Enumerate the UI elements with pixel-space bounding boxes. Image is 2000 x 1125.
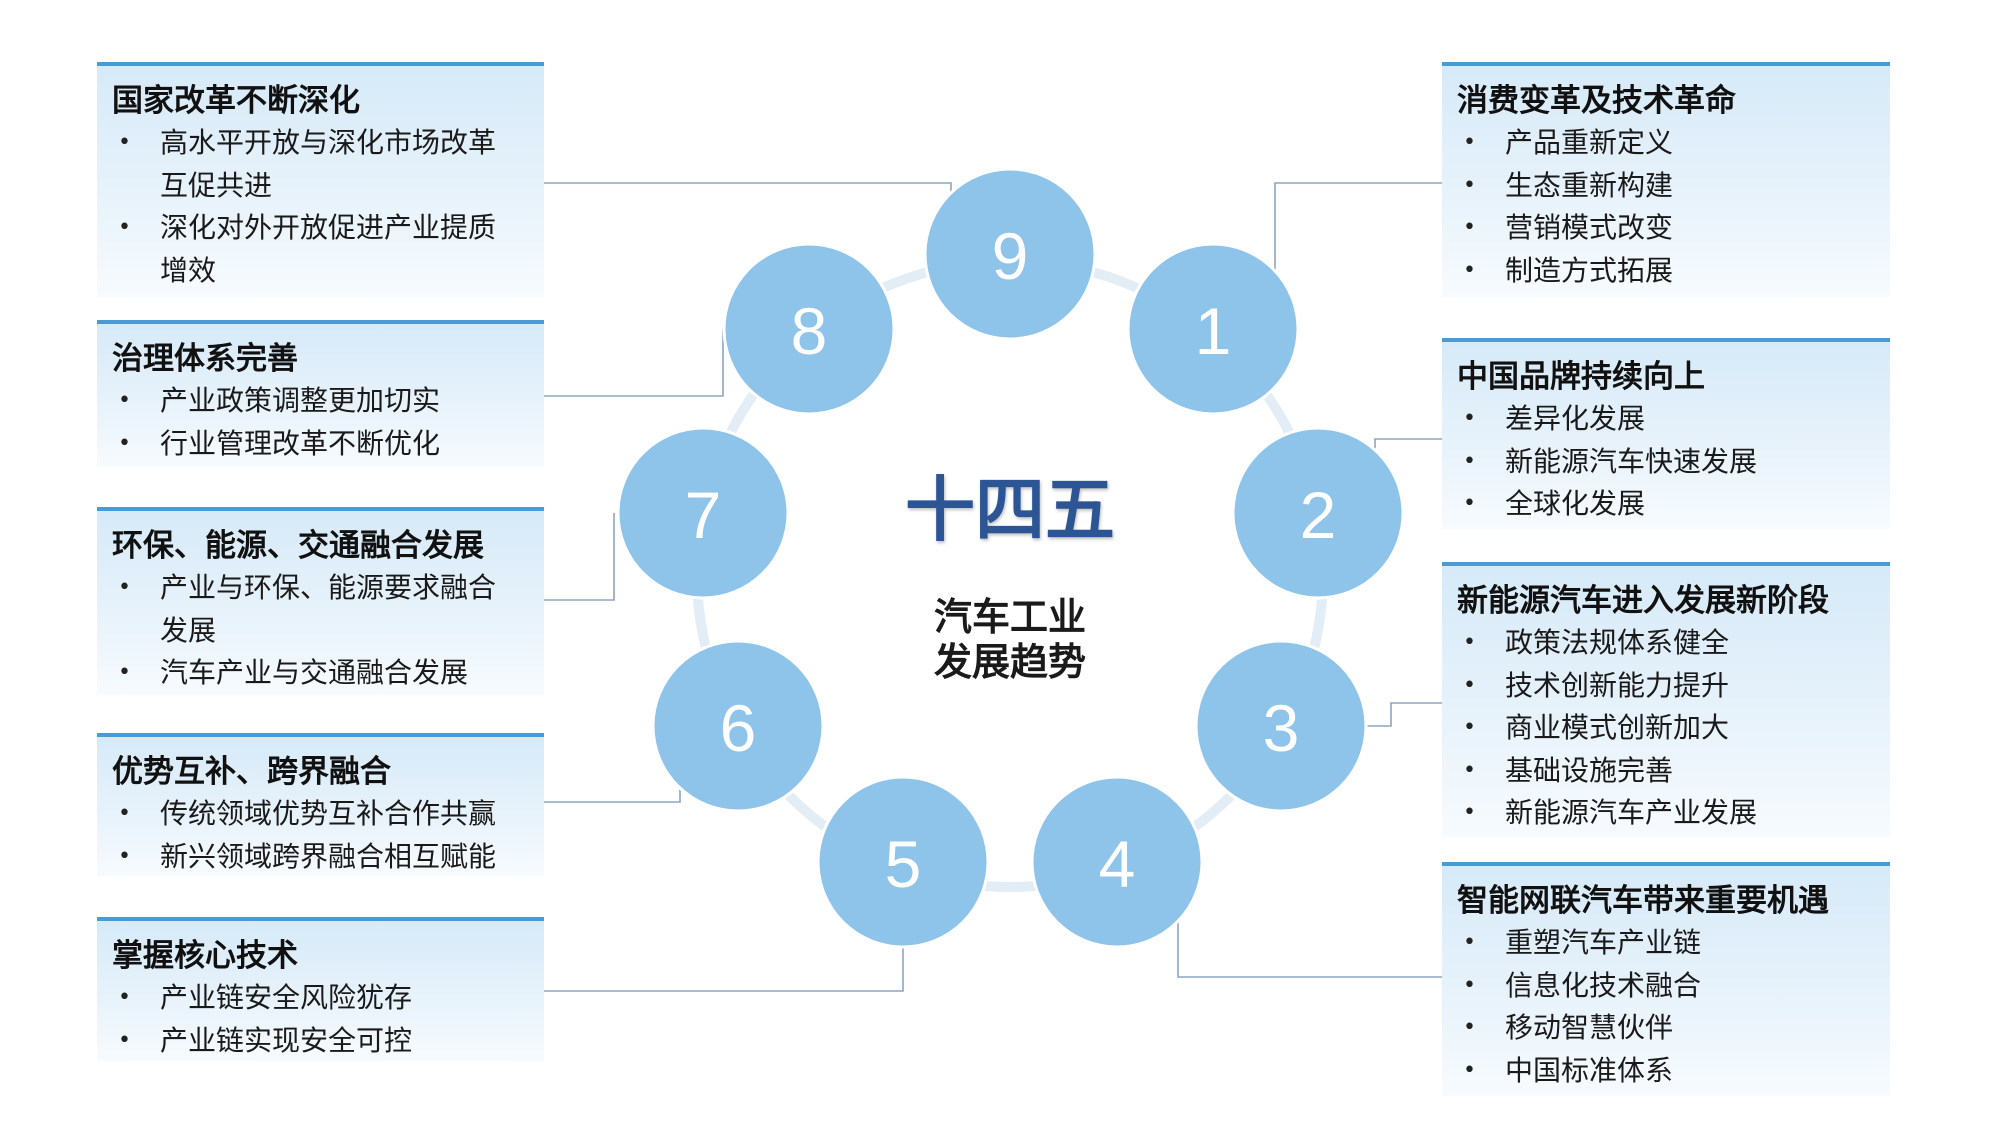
bullet-item: 制造方式拓展 [1457,250,1855,293]
node-5: 5 [816,775,990,949]
panel-title: 智能网联汽车带来重要机遇 [1457,883,1829,919]
node-4-circle [1030,775,1204,949]
bullet-item: 营销模式改变 [1457,207,1855,250]
bullet-list: 政策法规体系健全 技术创新能力提升 商业模式创新加大 基础设施完善 新能源汽车产… [1457,622,1880,835]
bullet-list: 差异化发展 新能源汽车快速发展 全球化发展 [1457,398,1880,526]
bullet-item: 技术创新能力提升 [1457,665,1855,708]
node-7-label: 7 [685,478,722,552]
bullet-item: 新能源汽车快速发展 [1457,441,1855,484]
center-title: 十四五 [905,469,1115,551]
node-9: 9 [923,167,1097,341]
panel-environment-energy-transport: 环保、能源、交通融合发展 产业与环保、能源要求融合发展 汽车产业与交通融合发展 [97,507,544,695]
bullet-item: 移动智慧伙伴 [1457,1007,1855,1050]
bullet-item: 新能源汽车产业发展 [1457,792,1855,835]
node-1-circle [1126,242,1300,416]
bullet-item: 产业与环保、能源要求融合发展 [112,567,510,652]
panel-title: 治理体系完善 [112,341,298,377]
node-7: 7 [616,426,790,600]
connector-panel-2-to-node-8 [544,329,724,397]
panel-consumption-tech-revolution: 消费变革及技术革命 产品重新定义 生态重新构建 营销模式改变 制造方式拓展 [1442,62,1890,297]
node-2-label: 2 [1300,478,1337,552]
panel-title: 中国品牌持续向上 [1457,359,1705,395]
node-3-label: 3 [1263,691,1300,765]
connector-panel-4-to-node-6 [544,788,681,803]
panel-title: 环保、能源、交通融合发展 [112,528,484,564]
bullet-list: 产业政策调整更加切实 行业管理改革不断优化 [112,380,534,465]
bullet-item: 新兴领域跨界融合相互赋能 [112,836,510,879]
node-4: 4 [1030,775,1204,949]
node-2-circle [1231,426,1405,600]
bullet-item: 汽车产业与交通融合发展 [112,652,510,695]
node-5-label: 5 [885,827,922,901]
panel-intelligent-connected-vehicles: 智能网联汽车带来重要机遇 重塑汽车产业链 信息化技术融合 移动智慧伙伴 中国标准… [1442,862,1890,1096]
node-5-circle [816,775,990,949]
bullet-item: 差异化发展 [1457,398,1855,441]
bullet-item: 产业链实现安全可控 [112,1020,510,1063]
panel-chinese-brands: 中国品牌持续向上 差异化发展 新能源汽车快速发展 全球化发展 [1442,338,1890,529]
center-subtitle-line-2: 发展趋势 [933,640,1086,684]
connector-panel-5-to-node-5 [544,947,904,992]
bullet-item: 中国标准体系 [1457,1050,1855,1093]
bullet-item: 重塑汽车产业链 [1457,922,1855,965]
bullet-item: 生态重新构建 [1457,165,1855,208]
node-9-label: 9 [992,219,1029,293]
node-3: 3 [1194,639,1368,813]
bullet-item: 全球化发展 [1457,483,1855,526]
bullet-item: 传统领域优势互补合作共赢 [112,793,510,836]
node-1: 1 [1126,242,1300,416]
bullet-item: 产业政策调整更加切实 [112,380,510,423]
node-6-label: 6 [720,691,757,765]
panel-governance: 治理体系完善 产业政策调整更加切实 行业管理改革不断优化 [97,320,544,467]
node-9-circle [923,167,1097,341]
panel-complementary-integration: 优势互补、跨界融合 传统领域优势互补合作共赢 新兴领域跨界融合相互赋能 [97,733,544,878]
bullet-list: 产品重新定义 生态重新构建 营销模式改变 制造方式拓展 [1457,122,1880,292]
node-8: 8 [722,242,896,416]
node-6-circle [651,639,825,813]
node-7-circle [616,426,790,600]
panel-title: 新能源汽车进入发展新阶段 [1457,583,1829,619]
bullet-item: 产业链安全风险犹存 [112,977,510,1020]
node-3-circle [1194,639,1368,813]
bullet-item: 高水平开放与深化市场改革互促共进 [112,122,510,207]
bullet-item: 政策法规体系健全 [1457,622,1855,665]
connector-panel-3-to-node-7 [544,513,615,601]
bullet-item: 基础设施完善 [1457,750,1855,793]
node-2: 2 [1231,426,1405,600]
connector-panel-r3-to-node-3 [1366,702,1442,727]
bullet-item: 信息化技术融合 [1457,965,1855,1008]
node-8-label: 8 [791,294,828,368]
connector-panel-1-to-node-9 [544,182,952,194]
bullet-list: 产业链安全风险犹存 产业链实现安全可控 [112,977,534,1062]
node-6: 6 [651,639,825,813]
panel-title: 掌握核心技术 [112,938,298,974]
bullet-item: 商业模式创新加大 [1457,707,1855,750]
connector-panel-r2-to-node-2 [1374,438,1442,450]
connector-panel-r4-to-node-4 [1177,921,1442,978]
panel-title: 消费变革及技术革命 [1457,83,1736,119]
panel-title: 优势互补、跨界融合 [112,754,391,790]
bullet-list: 传统领域优势互补合作共赢 新兴领域跨界融合相互赋能 [112,793,534,878]
panel-new-energy-vehicles: 新能源汽车进入发展新阶段 政策法规体系健全 技术创新能力提升 商业模式创新加大 … [1442,562,1890,837]
bullet-list: 产业与环保、能源要求融合发展 汽车产业与交通融合发展 [112,567,534,695]
bullet-item: 深化对外开放促进产业提质增效 [112,207,510,292]
center-subtitle-line-1: 汽车工业 [933,595,1086,639]
node-4-label: 4 [1099,827,1136,901]
node-8-circle [722,242,896,416]
panel-core-technology: 掌握核心技术 产业链安全风险犹存 产业链实现安全可控 [97,917,544,1062]
bullet-list: 重塑汽车产业链 信息化技术融合 移动智慧伙伴 中国标准体系 [1457,922,1880,1092]
center-subtitle: 汽车工业 发展趋势 [810,595,1210,685]
bullet-item: 产品重新定义 [1457,122,1855,165]
bullet-list: 高水平开放与深化市场改革互促共进 深化对外开放促进产业提质增效 [112,122,534,292]
node-1-label: 1 [1195,294,1232,368]
connector-panel-r1-to-node-1 [1274,182,1442,271]
panel-title: 国家改革不断深化 [112,83,360,119]
bullet-item: 行业管理改革不断优化 [112,423,510,466]
panel-national-reform: 国家改革不断深化 高水平开放与深化市场改革互促共进 深化对外开放促进产业提质增效 [97,62,544,297]
